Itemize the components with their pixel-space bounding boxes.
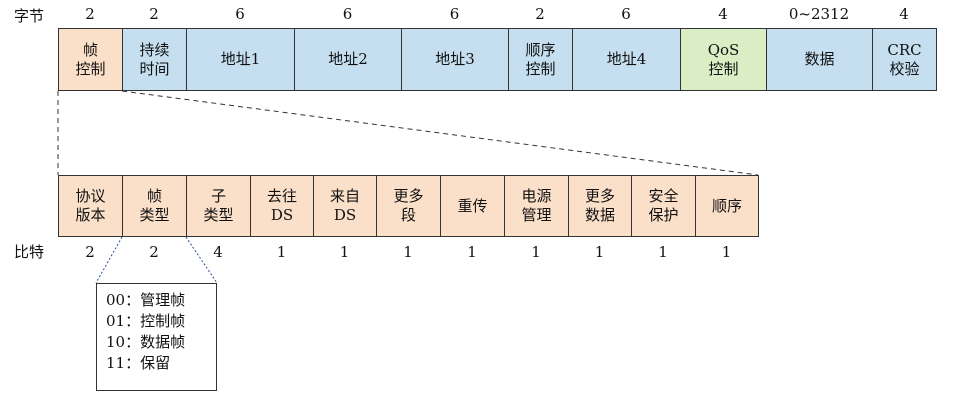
frame_control_row-size-label: 1	[721, 243, 732, 261]
frame_control_row-field: 顺序	[695, 175, 759, 237]
header_row-field: 数据	[766, 28, 873, 91]
frame_control_row-field: 安全 保护	[631, 175, 696, 237]
header_row-field: CRC 校验	[872, 28, 937, 91]
legend-item: 10：数据帧	[106, 333, 186, 351]
frame_control_row-size-label: 1	[594, 243, 605, 261]
header_row-field: 地址2	[294, 28, 402, 91]
frame-type-legend: 00：管理帧 01：控制帧 10：数据帧 11：保留	[96, 283, 217, 391]
frame_control_row-size-label: 2	[85, 243, 95, 261]
frame_control_row-field: 重传	[440, 175, 505, 237]
frame_control_row-size-label: 1	[531, 243, 541, 261]
frame_control_row-size-label: 1	[339, 243, 350, 261]
legend-item: 00：管理帧	[106, 291, 186, 309]
frame_control_row-field: 帧 类型	[122, 175, 187, 237]
header_row-size-label: 6	[342, 5, 353, 23]
header_row-field: 地址1	[186, 28, 295, 91]
bit-unit-label: 比特	[14, 243, 45, 261]
header_row-field: 帧 控制	[58, 28, 123, 91]
frame_control_row-field: 电源 管理	[504, 175, 569, 237]
byte-unit-label: 字节	[14, 7, 45, 25]
header_row-size-label: 4	[899, 5, 909, 23]
frame_control_row-field: 去往 DS	[250, 175, 314, 237]
frame_control_row-field: 子 类型	[186, 175, 251, 237]
frame_control_row-size-label: 4	[213, 243, 223, 261]
header_row-size-label: 2	[535, 5, 545, 23]
header_row-size-label: 2	[85, 5, 95, 23]
frame_control_row-size-label: 2	[149, 243, 159, 261]
expand-line-right	[121, 90, 759, 176]
legend-item: 11：保留	[106, 354, 171, 372]
header_row-size-label: 2	[149, 5, 159, 23]
frame_control_row-size-label: 1	[467, 243, 477, 261]
frame_control_row-size-label: 1	[658, 243, 668, 261]
header_row-field: QoS 控制	[680, 28, 767, 91]
header_row-field: 地址4	[572, 28, 681, 91]
legend-item: 01：控制帧	[106, 312, 186, 330]
frame_control_row-field: 更多 数据	[568, 175, 632, 237]
frame_control_row-size-label: 1	[403, 243, 413, 261]
legend-line-right	[185, 236, 218, 284]
header_row-field: 持续 时间	[122, 28, 187, 91]
frame_control_row-size-label: 1	[276, 243, 287, 261]
header_row-size-label: 6	[235, 5, 245, 23]
legend-line-left	[95, 236, 123, 284]
frame_control_row-field: 协议 版本	[58, 175, 123, 237]
frame_control_row-field: 更多 段	[376, 175, 441, 237]
header_row-field: 顺序 控制	[508, 28, 573, 91]
header_row-size-label: 0~2312	[788, 5, 850, 23]
header_row-field: 地址3	[401, 28, 509, 91]
frame_control_row-field: 来自 DS	[313, 175, 377, 237]
header_row-size-label: 6	[621, 5, 631, 23]
header_row-size-label: 4	[718, 5, 728, 23]
header_row-size-label: 6	[449, 5, 460, 23]
